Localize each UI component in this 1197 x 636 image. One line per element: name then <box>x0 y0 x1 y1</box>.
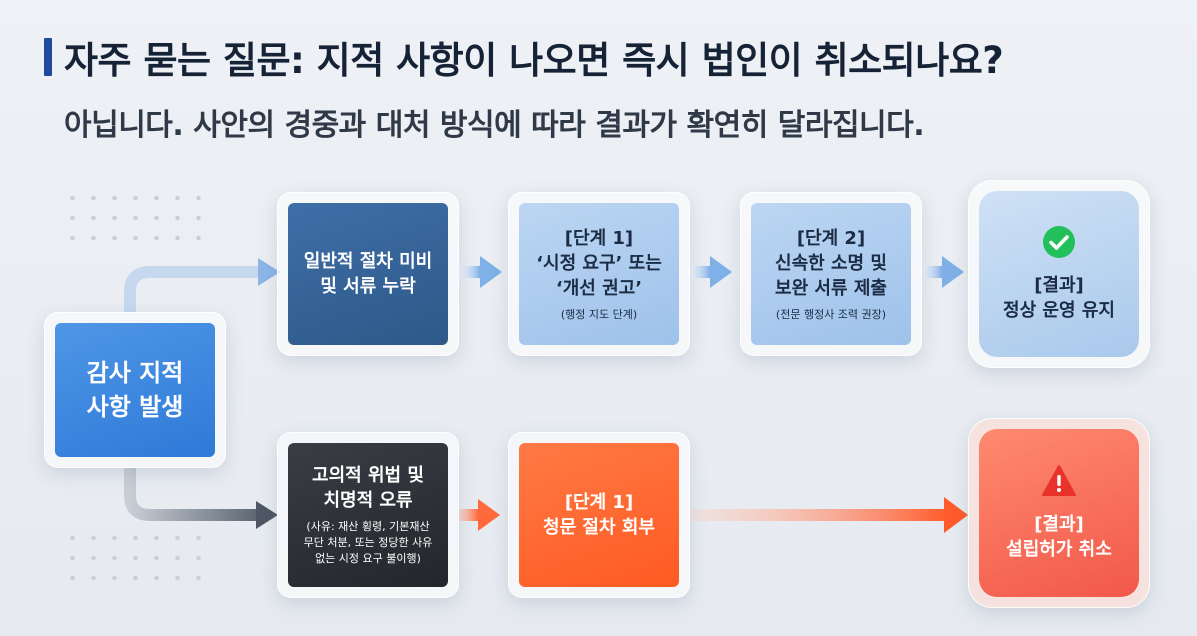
check-circle-icon <box>1042 225 1076 259</box>
arrow-head-upper-1 <box>480 256 502 288</box>
page-subtitle: 아닙니다. 사안의 경중과 대처 방식에 따라 결과가 확연히 달라집니다. <box>64 108 925 143</box>
arrow-head-upper-2 <box>710 256 732 288</box>
warning-triangle-icon <box>1042 464 1076 498</box>
connector-lower-1 <box>458 509 480 521</box>
origin-card: 감사 지적 사항 발생 <box>44 312 226 468</box>
decorative-dots-bottom <box>62 528 212 588</box>
upper-step2-note: (전문 행정사 조력 권장) <box>775 307 887 321</box>
upper-step2-card: [단계 2] 신속한 소명 및 보완 서류 제출 (전문 행정사 조력 권장) <box>740 192 922 356</box>
upper-result-card: [결과] 정상 운영 유지 <box>968 180 1150 368</box>
lower-step1-card: [단계 1] 청문 절차 회부 <box>508 432 690 598</box>
arrow-head-origin-upper <box>258 258 280 286</box>
lower-step1-label: [단계 1] 청문 절차 회부 <box>543 492 655 538</box>
lower-result-card: [결과] 설립허가 취소 <box>968 418 1150 608</box>
arrow-head-origin-lower <box>256 501 278 529</box>
upper-cause-label: 일반적 절차 미비 및 서류 누락 <box>303 251 433 297</box>
lower-cause-note: (사유: 재산 횡령, 기본재산 무단 처분, 또는 정당한 사유 없는 시정 … <box>303 520 433 565</box>
upper-cause-box: 일반적 절차 미비 및 서류 누락 <box>288 203 448 345</box>
title-accent-bar <box>44 38 52 76</box>
connector-lower-2 <box>690 509 948 521</box>
connector-origin-upper <box>124 266 262 312</box>
upper-step2-box: [단계 2] 신속한 소명 및 보완 서류 제출 (전문 행정사 조력 권장) <box>751 203 911 345</box>
arrow-head-upper-3 <box>942 256 964 288</box>
lower-result-box: [결과] 설립허가 취소 <box>979 429 1139 597</box>
lower-result-label: [결과] 설립허가 취소 <box>1006 514 1112 560</box>
upper-step1-box: [단계 1] ‘시정 요구’ 또는 ‘개선 권고’ (행정 지도 단계) <box>519 203 679 345</box>
lower-cause-box: 고의적 위법 및 치명적 오류 (사유: 재산 횡령, 기본재산 무단 처분, … <box>288 443 448 587</box>
upper-step2-label: [단계 2] 신속한 소명 및 보완 서류 제출 <box>775 227 887 299</box>
decorative-dots-top <box>62 188 212 248</box>
upper-step1-note: (행정 지도 단계) <box>560 307 638 321</box>
connector-upper-1 <box>458 266 482 278</box>
arrow-head-lower-1 <box>478 499 500 531</box>
arrow-head-lower-2 <box>944 497 968 533</box>
lower-step1-box: [단계 1] 청문 절차 회부 <box>519 443 679 587</box>
lower-cause-label: 고의적 위법 및 치명적 오류 <box>312 465 424 511</box>
origin-box: 감사 지적 사항 발생 <box>55 323 215 457</box>
connector-origin-lower <box>124 468 262 521</box>
origin-label: 감사 지적 사항 발생 <box>86 359 184 421</box>
lower-cause-card: 고의적 위법 및 치명적 오류 (사유: 재산 횡령, 기본재산 무단 처분, … <box>277 432 459 598</box>
upper-result-label: [결과] 정상 운영 유지 <box>1003 275 1115 321</box>
connector-upper-3 <box>920 266 944 278</box>
upper-result-box: [결과] 정상 운영 유지 <box>979 191 1139 357</box>
upper-cause-card: 일반적 절차 미비 및 서류 누락 <box>277 192 459 356</box>
upper-step1-label: [단계 1] ‘시정 요구’ 또는 ‘개선 권고’ <box>536 227 662 299</box>
page-title: 자주 묻는 질문: 지적 사항이 나오면 즉시 법인이 취소되나요? <box>64 39 1004 82</box>
connector-upper-2 <box>688 266 712 278</box>
upper-step1-card: [단계 1] ‘시정 요구’ 또는 ‘개선 권고’ (행정 지도 단계) <box>508 192 690 356</box>
